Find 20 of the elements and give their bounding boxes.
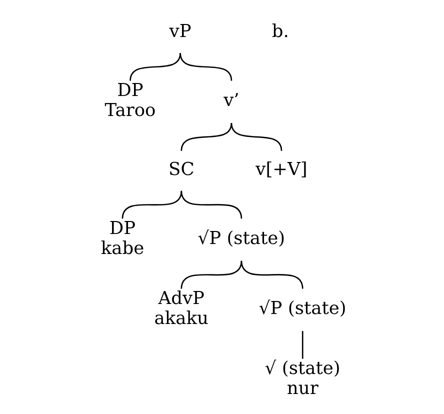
node-text: v[+V]: [256, 159, 308, 180]
connector: [302, 331, 304, 359]
node-text: √P (state): [258, 298, 346, 320]
connector: [240, 260, 304, 289]
node-text: √ (state) nur: [264, 358, 340, 400]
connector: [180, 190, 242, 219]
node-text: DP kabe: [100, 218, 144, 260]
connector: [180, 52, 232, 81]
node-text: vP: [169, 21, 192, 42]
node-text: v’: [224, 90, 240, 112]
connector: [180, 122, 232, 151]
node-text: SC: [168, 159, 194, 180]
connector: [230, 122, 282, 151]
node-text: √P (state): [198, 228, 286, 250]
connector: [130, 52, 181, 81]
connector: [180, 260, 242, 289]
label: b.: [272, 21, 289, 42]
node-text: AdvP akaku: [154, 288, 209, 330]
connector: [122, 190, 182, 219]
node-text: DP Taroo: [104, 80, 156, 122]
